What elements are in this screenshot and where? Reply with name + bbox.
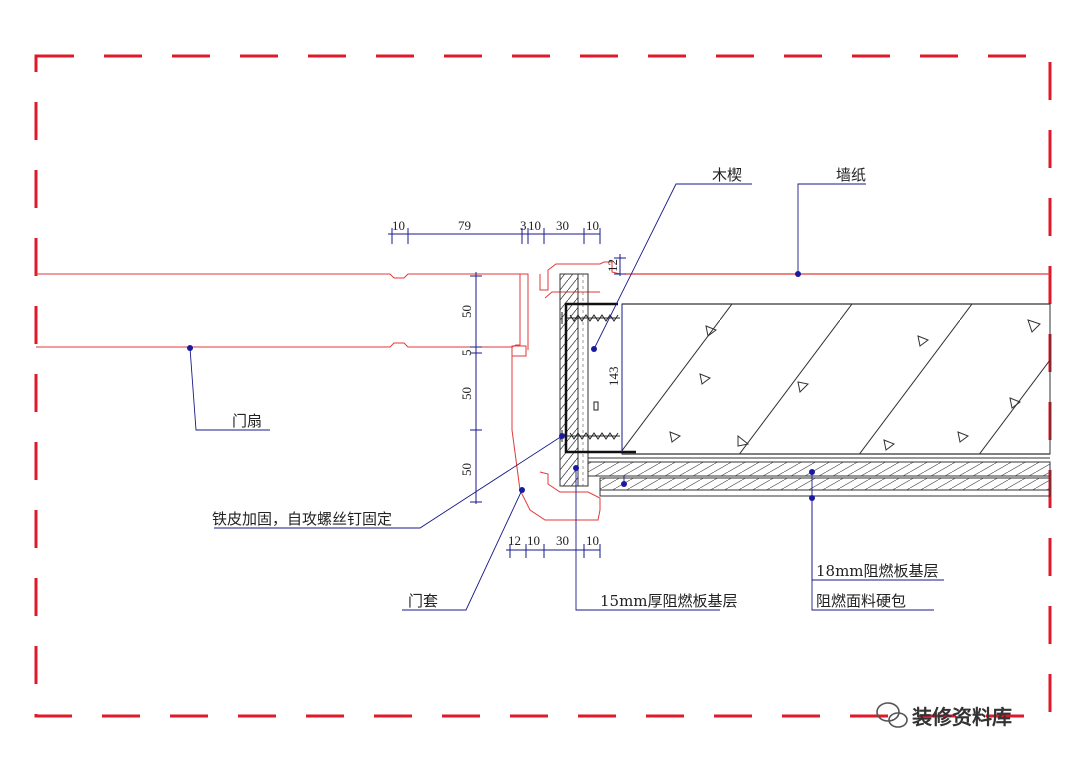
dim-v-50a: 50 — [459, 305, 474, 318]
drawing-frame — [34, 54, 1052, 718]
dim-bottom-30: 30 — [556, 533, 569, 548]
dim-v-50c: 50 — [459, 463, 474, 476]
dim-bottom-10b: 10 — [586, 533, 599, 548]
dim-bottom-10a: 10 — [527, 533, 540, 548]
dim-top-10a: 10 — [392, 218, 405, 233]
label-fabric: 阻燃面料硬包 — [816, 592, 906, 610]
label-door-leaf: 门扇 — [232, 412, 262, 430]
dim-top-10b: 10 — [528, 218, 541, 233]
wechat-icon — [876, 702, 908, 728]
label-wood-wedge: 木楔 — [712, 166, 742, 184]
dim-bottom-12: 12 — [508, 533, 521, 548]
screws — [561, 312, 620, 442]
iron-bracket — [564, 302, 636, 454]
door-leaf — [36, 273, 529, 350]
dim-gap-12: 12 — [605, 259, 620, 272]
dim-top-79: 79 — [458, 218, 471, 233]
label-board-15: 15mm厚阻燃板基层 — [600, 592, 738, 610]
label-board-18: 18mm阻燃板基层 — [816, 562, 939, 580]
watermark-text: 装修资料库 — [911, 705, 1012, 729]
dim-v-50b: 50 — [459, 387, 474, 400]
label-door-casing: 门套 — [408, 592, 438, 610]
dim-inner-143: 143 — [606, 367, 621, 387]
board-15mm — [559, 273, 589, 487]
dimension-lines — [388, 228, 626, 558]
concrete-wall — [621, 303, 1051, 455]
dim-v-5: 5 — [459, 350, 474, 357]
leader-lines — [189, 183, 944, 611]
label-wallpaper: 墙纸 — [836, 166, 866, 184]
dim-top-3: 3 — [520, 218, 527, 233]
leader-dots — [187, 271, 815, 501]
board-18mm — [587, 457, 1051, 497]
dim-top-30: 30 — [556, 218, 569, 233]
watermark: 装修资料库 — [876, 702, 1012, 729]
label-iron-sheet: 铁皮加固，自攻螺丝钉固定 — [212, 510, 392, 528]
dim-top-10c: 10 — [586, 218, 599, 233]
